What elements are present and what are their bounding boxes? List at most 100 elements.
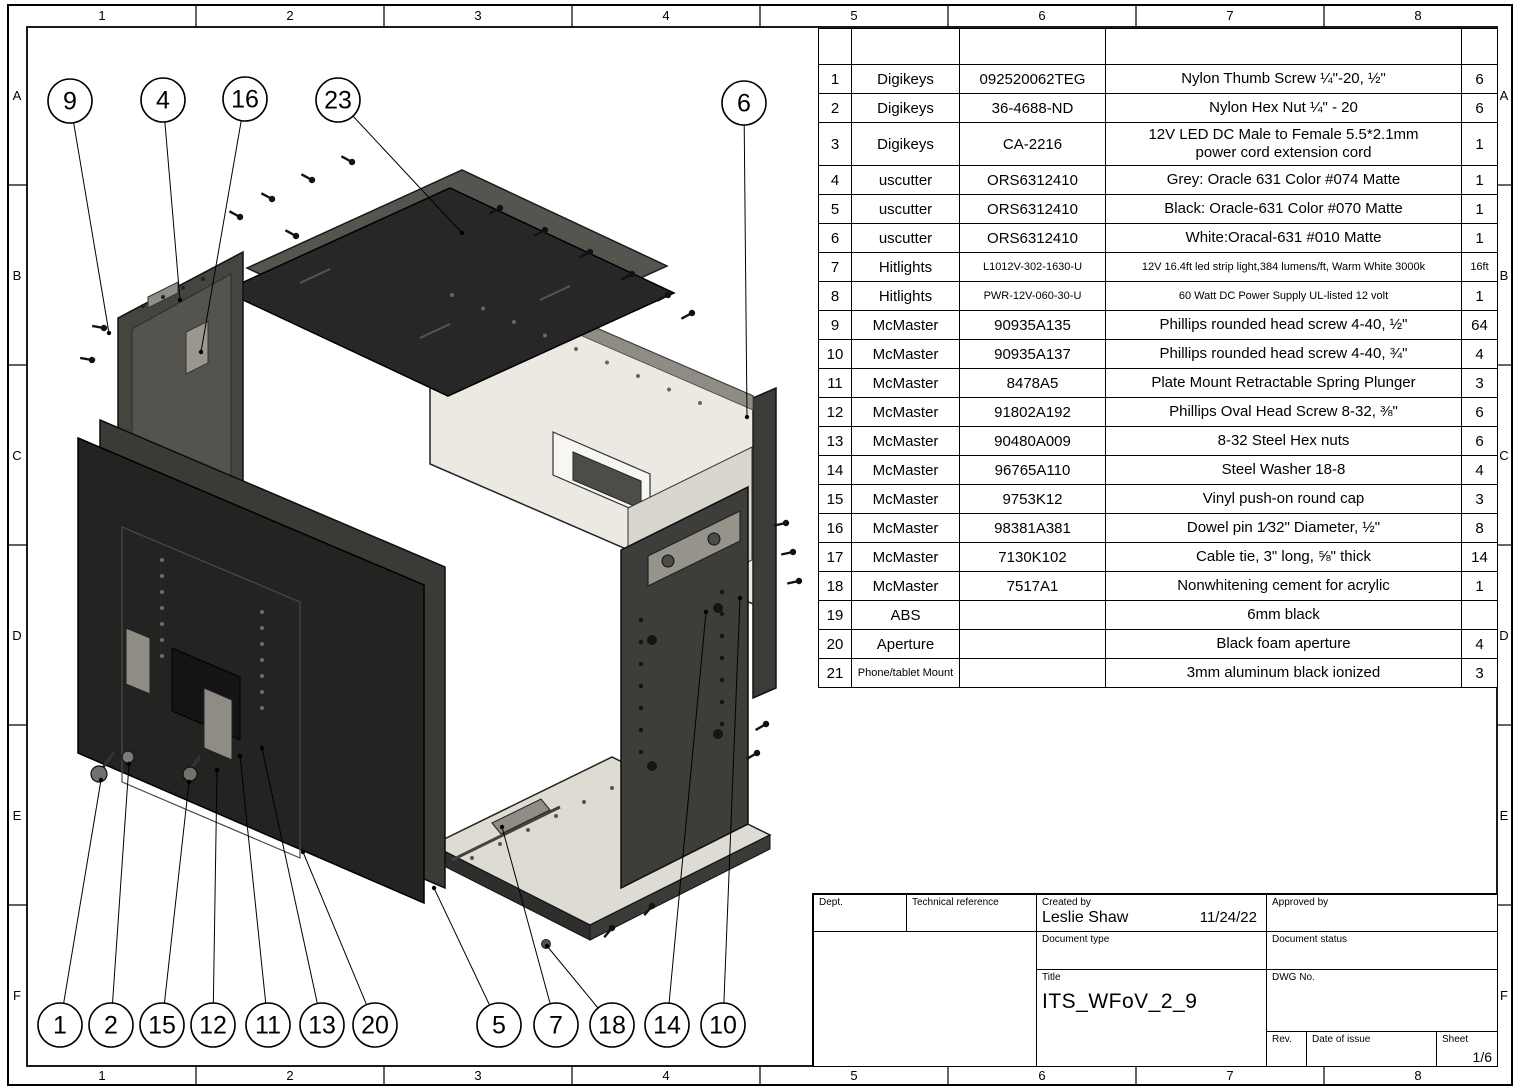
sheet-cell: Sheet 1/6: [1436, 1031, 1498, 1067]
bom-cell-item: 6: [818, 223, 852, 253]
bom-cell-desc: Phillips rounded head screw 4-40, ½": [1105, 310, 1462, 340]
grid-row-label-left: B: [13, 268, 22, 283]
bom-cell-part: 90935A137: [959, 339, 1106, 369]
grid-col-label-top: 4: [662, 8, 669, 23]
bom-header-qty: [1461, 28, 1498, 65]
bom-cell-qty: 4: [1461, 629, 1498, 659]
bom-cell-desc: 3mm aluminum black ionized: [1105, 658, 1462, 688]
bom-cell-part: 90935A135: [959, 310, 1106, 340]
bom-cell-desc: 12V 16.4ft led strip light,384 lumens/ft…: [1105, 252, 1462, 282]
bom-cell-desc: Plate Mount Retractable Spring Plunger: [1105, 368, 1462, 398]
bom-cell-part: 092520062TEG: [959, 64, 1106, 94]
balloon-number: 16: [231, 86, 259, 114]
tray-rail-bracket: [491, 798, 551, 835]
hole-pattern: [260, 610, 264, 710]
grid-row-label-left: E: [13, 808, 22, 823]
grid-row-label-left: F: [13, 988, 21, 1003]
bom-cell-supplier: uscutter: [851, 165, 960, 195]
balloon-7: 7: [499, 824, 579, 1048]
lid-front-face: [222, 187, 676, 397]
bom-cell-qty: 4: [1461, 455, 1498, 485]
bom-cell-qty: 6: [1461, 426, 1498, 456]
leader-tip: [703, 609, 709, 615]
balloon-circle: [721, 80, 767, 126]
date-of-issue-cell: Date of issue: [1306, 1031, 1437, 1067]
balloon-circle: [37, 1002, 83, 1048]
balloon-circle: [47, 78, 93, 124]
balloon-circle: [299, 1002, 345, 1048]
leader-tip: [499, 824, 505, 830]
bom-cell-item: 10: [818, 339, 852, 369]
front-latch-a: [125, 627, 151, 695]
balloon-number: 2: [104, 1012, 118, 1040]
approved-by-cell: Approved by: [1266, 894, 1498, 932]
right-wall-panel: [620, 485, 749, 890]
screw-icon: [300, 173, 316, 184]
bom-cell-qty: 3: [1461, 484, 1498, 514]
document-type-label: Document type: [1042, 934, 1110, 945]
balloon-circle: [88, 1002, 134, 1048]
hole-pattern: [719, 589, 725, 727]
screw-icon: [787, 577, 803, 585]
leader-tip: [459, 230, 465, 236]
bom-cell-desc: Dowel pin 1⁄32" Diameter, ½": [1105, 513, 1462, 543]
grid-col-label-top: 6: [1038, 8, 1045, 23]
balloon-6: 6: [721, 80, 767, 420]
grid-col-label-bottom: 8: [1414, 1068, 1421, 1083]
bom-cell-item: 11: [818, 368, 852, 398]
balloon-number: 10: [709, 1012, 737, 1040]
bom-cell-qty: 8: [1461, 513, 1498, 543]
leader-tip: [300, 849, 306, 855]
bom-cell-item: 20: [818, 629, 852, 659]
bom-cell-item: 9: [818, 310, 852, 340]
bom-cell-item: 4: [818, 165, 852, 195]
balloon-number: 4: [156, 87, 170, 115]
balloon-circle: [476, 1002, 522, 1048]
balloon-23: 23: [315, 77, 465, 236]
created-date-value: 11/24/22: [1199, 909, 1257, 926]
bom-cell-supplier: McMaster: [851, 310, 960, 340]
leader-tip: [431, 885, 437, 891]
balloon-13: 13: [259, 745, 345, 1048]
grid-col-label-top: 1: [98, 8, 105, 23]
created-by-label: Created by: [1042, 897, 1091, 908]
bom-cell-supplier: Hitlights: [851, 252, 960, 282]
bom-cell-supplier: Digikeys: [851, 93, 960, 123]
bom-cell-desc: 60 Watt DC Power Supply UL-listed 12 vol…: [1105, 281, 1462, 311]
bom-cell-supplier: McMaster: [851, 339, 960, 369]
bom-cell-item: 12: [818, 397, 852, 427]
balloon-2: 2: [88, 761, 134, 1048]
bom-cell-part: [959, 658, 1106, 688]
bom-cell-item: 1: [818, 64, 852, 94]
hex-nut: [121, 750, 135, 764]
grid-row-label-right: F: [1500, 988, 1508, 1003]
bom-cell-supplier: McMaster: [851, 426, 960, 456]
leader-tip: [177, 297, 183, 303]
bom-cell-desc: Black foam aperture: [1105, 629, 1462, 659]
balloon-4: 4: [140, 77, 186, 303]
bom-cell-item: 19: [818, 600, 852, 630]
grid-row-label-left: C: [12, 448, 21, 463]
dept-label: Dept.: [819, 897, 843, 908]
grid-row-label-right: E: [1500, 808, 1509, 823]
balloon-11: 11: [237, 753, 291, 1048]
balloon-number: 11: [255, 1012, 281, 1040]
bom-cell-item: 17: [818, 542, 852, 572]
screw-icon: [79, 356, 96, 364]
tech-ref-cell: Technical reference: [906, 894, 1037, 932]
screw-icon: [620, 270, 636, 281]
grid-row-label-right: C: [1499, 448, 1508, 463]
bom-cell-supplier: uscutter: [851, 223, 960, 253]
bom-cell-item: 2: [818, 93, 852, 123]
bom-cell-item: 15: [818, 484, 852, 514]
screw-icon: [656, 291, 672, 302]
bom-cell-part: [959, 600, 1106, 630]
